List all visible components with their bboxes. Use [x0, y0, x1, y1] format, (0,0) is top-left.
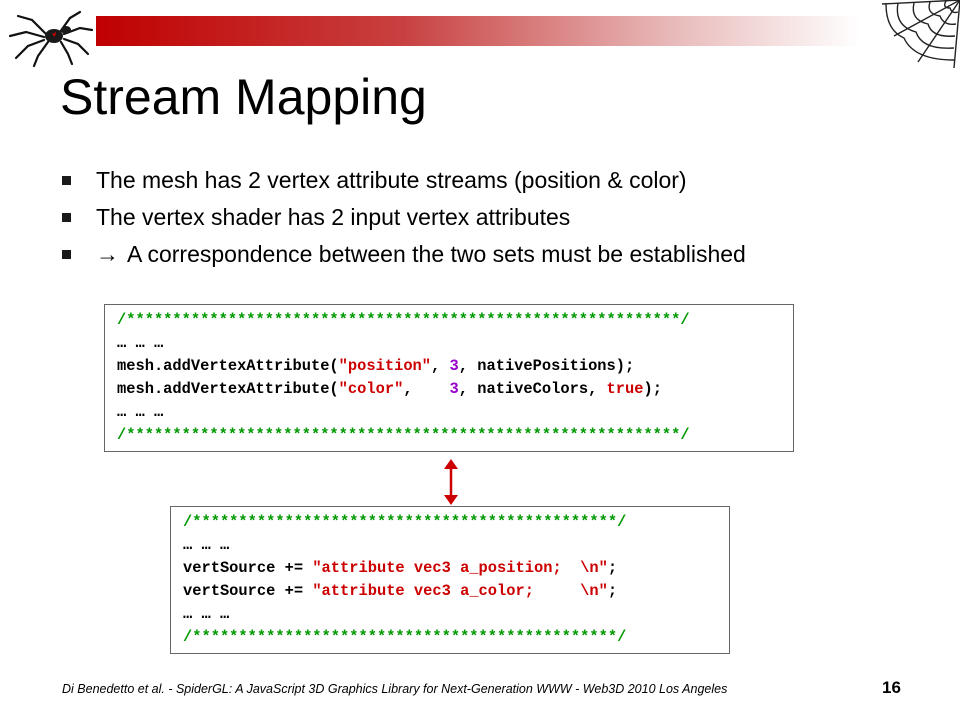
- code-text: ;: [607, 582, 618, 600]
- code-text: vertSource +=: [183, 582, 313, 600]
- code-line: /***************************************…: [117, 309, 793, 332]
- slide-footer: Di Benedetto et al. - SpiderGL: A JavaSc…: [62, 682, 728, 696]
- code-text: , nativeColors,: [458, 380, 607, 398]
- code-number: 3: [449, 380, 459, 398]
- code-line: /***************************************…: [183, 511, 729, 534]
- code-line: … … …: [117, 401, 793, 424]
- header-accent-bar: [96, 16, 860, 46]
- code-text: ;: [607, 559, 618, 577]
- page-number: 16: [882, 678, 901, 697]
- bullet-list: The mesh has 2 vertex attribute streams …: [60, 162, 746, 273]
- code-comment: /***************************************…: [183, 513, 627, 531]
- code-string: "attribute vec3 a_color; \n": [312, 582, 608, 600]
- code-line: vertSource += "attribute vec3 a_position…: [183, 557, 729, 580]
- code-line: /***************************************…: [117, 424, 793, 447]
- bullet-square-icon: [62, 213, 71, 222]
- bullet-item: The vertex shader has 2 input vertex att…: [60, 199, 746, 236]
- bullet-text: The vertex shader has 2 input vertex att…: [96, 204, 571, 230]
- code-text: vertSource +=: [183, 559, 313, 577]
- glsl-code-block: /***************************************…: [170, 506, 730, 654]
- code-ellipsis: … … …: [183, 536, 230, 554]
- code-line: mesh.addVertexAttribute("color", 3, nati…: [117, 378, 793, 401]
- code-comment: /***************************************…: [117, 311, 690, 329]
- slide-title: Stream Mapping: [60, 69, 427, 125]
- code-ellipsis: … … …: [117, 403, 164, 421]
- bullet-text: The mesh has 2 vertex attribute streams …: [96, 167, 687, 193]
- bullet-square-icon: [62, 250, 71, 259]
- code-line: … … …: [183, 603, 729, 626]
- code-text: mesh.addVertexAttribute(: [117, 380, 339, 398]
- code-line: vertSource += "attribute vec3 a_color; \…: [183, 580, 729, 603]
- spider-logo-icon: [8, 10, 94, 68]
- code-string: "position": [338, 357, 432, 375]
- code-line: … … …: [117, 332, 793, 355]
- code-text: ,: [403, 380, 450, 398]
- code-comment: /***************************************…: [117, 426, 690, 444]
- bullet-square-icon: [62, 176, 71, 185]
- bullet-item: The mesh has 2 vertex attribute streams …: [60, 162, 746, 199]
- code-number: 3: [449, 357, 459, 375]
- right-arrow-icon: →: [96, 241, 119, 267]
- code-text: );: [643, 380, 662, 398]
- code-text: ,: [431, 357, 450, 375]
- code-comment: /***************************************…: [183, 628, 627, 646]
- double-arrow-icon: [444, 459, 458, 505]
- code-ellipsis: … … …: [117, 334, 164, 352]
- spider-web-icon: [881, 0, 960, 69]
- code-string: "attribute vec3 a_position; \n": [312, 559, 608, 577]
- code-text: , nativePositions);: [458, 357, 635, 375]
- code-string: "color": [338, 380, 404, 398]
- code-line: /***************************************…: [183, 626, 729, 649]
- code-line: mesh.addVertexAttribute("position", 3, n…: [117, 355, 793, 378]
- bullet-item: → A correspondence between the two sets m…: [60, 236, 746, 273]
- code-keyword: true: [606, 380, 644, 398]
- bullet-text: A correspondence between the two sets mu…: [127, 241, 746, 267]
- js-code-block: /***************************************…: [104, 304, 794, 452]
- code-text: mesh.addVertexAttribute(: [117, 357, 339, 375]
- code-line: … … …: [183, 534, 729, 557]
- code-ellipsis: … … …: [183, 605, 230, 623]
